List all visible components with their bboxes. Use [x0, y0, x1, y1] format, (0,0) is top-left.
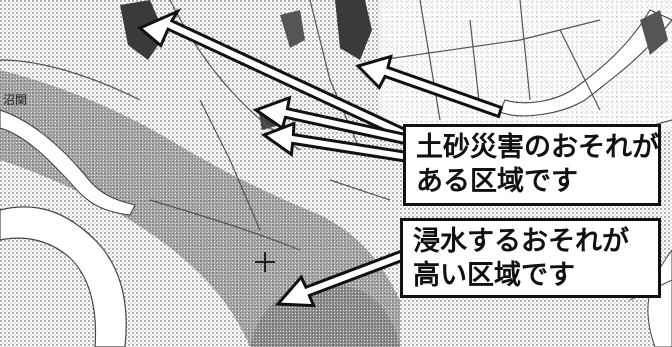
landslide-callout-line1: 土砂災害のおそれが — [416, 132, 659, 163]
landslide-zone-patch — [335, 0, 372, 60]
river-upper — [0, 109, 136, 216]
map-label-left: 沼関 — [3, 93, 27, 107]
flood-risk-callout: 浸水するおそれが 高い区域です — [400, 218, 661, 298]
arrow-to-landslide-top-icon — [355, 54, 504, 119]
landslide-zone-patch — [640, 10, 668, 55]
arrows — [137, 8, 504, 308]
landslide-risk-callout: 土砂災害のおそれが ある区域です — [403, 124, 661, 206]
location-cross-icon — [255, 252, 275, 272]
flood-callout-line1: 浸水するおそれが — [413, 226, 629, 257]
flood-callout-line2: 高い区域です — [413, 260, 575, 291]
landslide-zone-patch — [280, 10, 305, 48]
landslide-callout-line2: ある区域です — [416, 166, 578, 197]
